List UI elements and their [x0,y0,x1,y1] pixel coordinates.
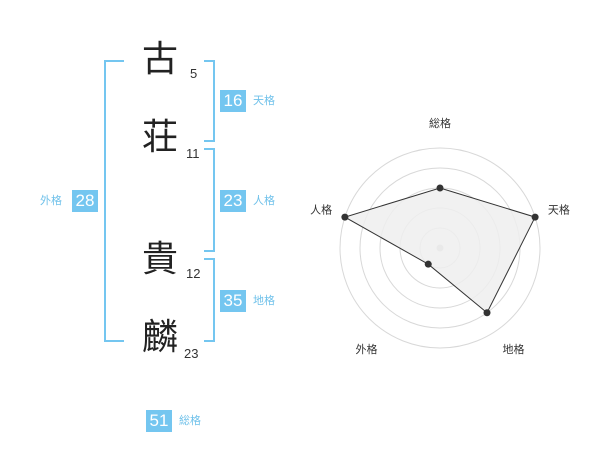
radar-series-polygon [343,187,536,314]
radar-point-5 [341,213,349,221]
stroke-count-1: 5 [190,66,198,81]
radar-point-3 [483,309,491,317]
name-char-4: 麟 [141,317,178,358]
soukaku-label: 総格 [179,414,201,427]
jinkaku-value-badge: 23 [220,190,246,212]
chikaku-label: 地格 [253,294,275,307]
radar-point-4 [424,260,432,268]
stroke-count-3: 12 [186,266,201,281]
radar-axis-label-3: 地格 [502,342,524,356]
radar-point-2 [531,213,539,221]
chikaku-bracket [204,258,215,342]
name-char-3: 貴 [141,239,178,280]
tenkaku-label: 天格 [253,94,275,107]
jinkaku-label: 人格 [253,194,275,207]
name-char-1: 古 [141,39,178,80]
tenkaku-value-badge: 16 [220,90,246,112]
radar-axis-label-5: 人格 [310,202,332,216]
radar-grid-ring [339,147,541,349]
name-char-2: 荘 [141,117,178,158]
soukaku-value-badge: 51 [146,410,172,432]
stroke-count-2: 11 [186,146,200,161]
gaikaku-bracket [104,60,124,342]
gaikaku-label: 外格 [40,194,62,207]
gaikaku-value-badge: 28 [72,190,98,212]
chikaku-value-badge: 35 [220,290,246,312]
radar-axis-label-2: 天格 [548,202,570,216]
radar-axis-label-1: 総格 [429,116,451,130]
tenkaku-bracket [204,60,215,142]
jinkaku-bracket [204,148,215,252]
radar-axis-label-4: 外格 [356,342,378,356]
stroke-count-4: 23 [184,346,199,361]
radar-point-1 [436,184,444,192]
